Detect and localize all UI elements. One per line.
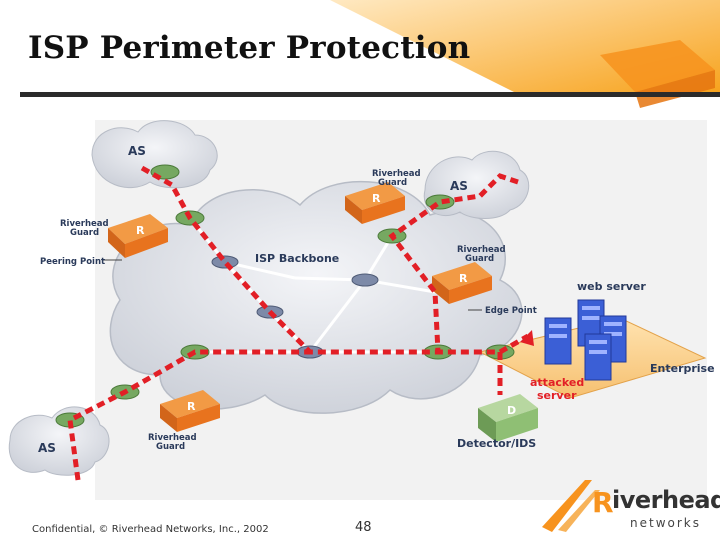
guard-boxes: R R R R	[108, 182, 492, 432]
attacked-label-1: attacked	[530, 376, 584, 389]
enterprise-label: Enterprise	[650, 362, 715, 375]
header-banner	[330, 0, 720, 108]
guard-icon-banner	[600, 40, 715, 108]
guard-box-bottom: R	[160, 390, 220, 432]
as-label-right: AS	[450, 179, 468, 193]
guard-box-top: R	[345, 182, 405, 224]
svg-text:R: R	[187, 400, 196, 413]
as-label-bottom: AS	[38, 441, 56, 455]
logo-word: iverhead	[612, 486, 720, 514]
page-number: 48	[355, 520, 372, 535]
svg-text:R: R	[459, 272, 468, 285]
guard-label-right-2: Guard	[465, 254, 494, 264]
web-server-icons	[544, 299, 627, 381]
guard-box-right: R	[432, 262, 492, 304]
server-icon	[544, 317, 572, 365]
logo-mark: R	[542, 480, 614, 532]
guard-label-left-2: Guard	[70, 228, 99, 238]
peering-point-label: Peering Point	[40, 257, 105, 267]
guard-box-left: R	[108, 214, 168, 258]
detector-label: Detector/IDS	[457, 437, 536, 450]
detector-box: D	[478, 394, 538, 442]
footer-confidential: Confidential, © Riverhead Networks, Inc.…	[32, 524, 269, 535]
web-server-label: web server	[577, 280, 646, 293]
as-label-top: AS	[128, 144, 146, 158]
logo-subtitle: networks	[630, 516, 701, 530]
guard-label-left-1: Riverhead	[60, 219, 109, 229]
slide-title: ISP Perimeter Protection	[28, 30, 471, 66]
guard-label-bottom-2: Guard	[156, 442, 185, 452]
attack-arrow-head	[520, 330, 534, 346]
title-divider	[20, 92, 720, 97]
riverhead-logo: R iverhead networks	[540, 472, 720, 536]
svg-text:R: R	[372, 192, 381, 205]
svg-text:R: R	[136, 224, 145, 237]
as-cloud-bottom	[8, 406, 110, 476]
svg-text:R: R	[592, 486, 614, 519]
guard-label-bottom-1: Riverhead	[148, 433, 197, 443]
server-icon	[584, 333, 612, 381]
as-cloud-top	[91, 120, 218, 189]
guard-label-top-2: Guard	[378, 178, 407, 188]
attacked-label-2: server	[537, 389, 577, 402]
attack-paths	[67, 165, 530, 481]
svg-text:D: D	[507, 404, 516, 417]
backbone-label: ISP Backbone	[255, 252, 339, 265]
guard-label-top-1: Riverhead	[372, 169, 421, 179]
edge-point-label: Edge Point	[485, 306, 537, 316]
guard-label-right-1: Riverhead	[457, 245, 506, 255]
